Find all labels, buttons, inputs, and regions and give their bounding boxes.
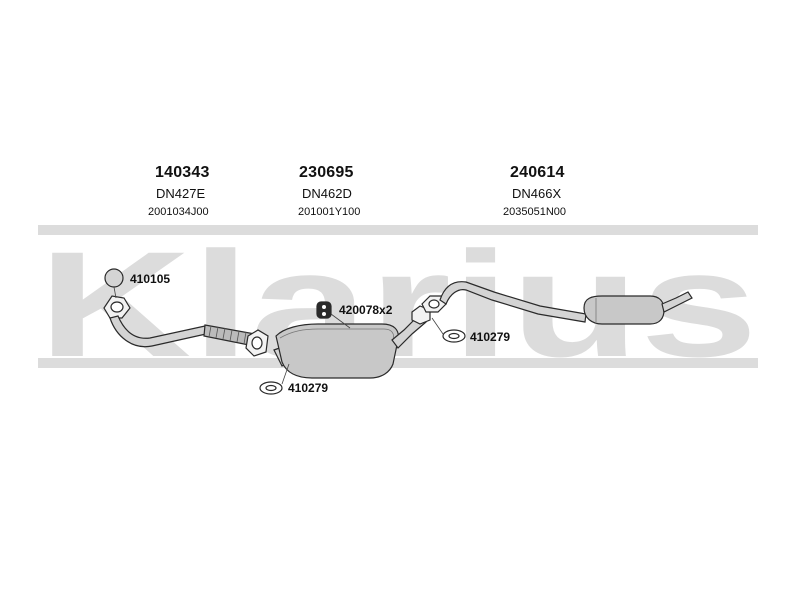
rubber-hanger-hole-bottom [322,312,326,316]
accessory-icon-410105 [104,268,124,288]
leader-lines [113,286,444,385]
rear-inlet-bore [428,299,440,309]
part-number-centre-muffler: 230695 [299,164,354,181]
accessory-label-410279-b: 410279 [288,381,329,395]
flex-braid-lines [208,325,247,345]
gasket-icon-inner [448,332,460,340]
front-pipe-outlet-bore [251,336,263,350]
part-number-front-pipe: 140343 [155,164,210,181]
part-number-rear-muffler: 240614 [510,164,565,181]
front-pipe [103,295,269,357]
leader-line-410279-b [281,363,290,385]
part-code-front-pipe: DN427E [156,186,206,201]
leader-line-410279-a [431,317,444,335]
accessory-label-410105: 410105 [130,272,171,286]
centre-muffler-top-face [279,328,394,341]
gasket-icon [259,381,283,395]
gasket-icon-inner [265,384,277,392]
leader-line-410105 [113,286,117,299]
accessory-label-410279-a: 410279 [470,330,511,344]
centre-muffler-body [275,323,399,379]
leader-line-420078 [330,313,351,329]
front-pipe-flange-bore [110,301,124,313]
accessory-icon-420078 [316,301,332,319]
rear-muffler [421,281,693,325]
part-ref-rear-muffler: 2035051N00 [503,206,567,218]
rubber-hanger-hole-top [322,305,326,309]
accessory-icon-410279-a [442,329,466,343]
accessory-icon-410279-b [259,381,283,395]
rubber-hanger-icon [316,301,332,319]
accessory-label-420078: 420078x2 [339,303,393,317]
watermark-bar-bottom [38,358,758,368]
watermark-bar-top [38,225,758,235]
part-code-rear-muffler: DN466X [512,186,562,201]
part-code-centre-muffler: DN462D [302,186,352,201]
gasket-icon [442,329,466,343]
part-ref-front-pipe: 2001034J00 [148,206,209,218]
rear-tailpipe-front [439,281,587,323]
rear-tailpipe-exit [661,291,693,313]
part-ref-centre-muffler: 201001Y100 [298,206,361,218]
centre-muffler [273,305,431,379]
o-ring-icon [104,268,124,288]
